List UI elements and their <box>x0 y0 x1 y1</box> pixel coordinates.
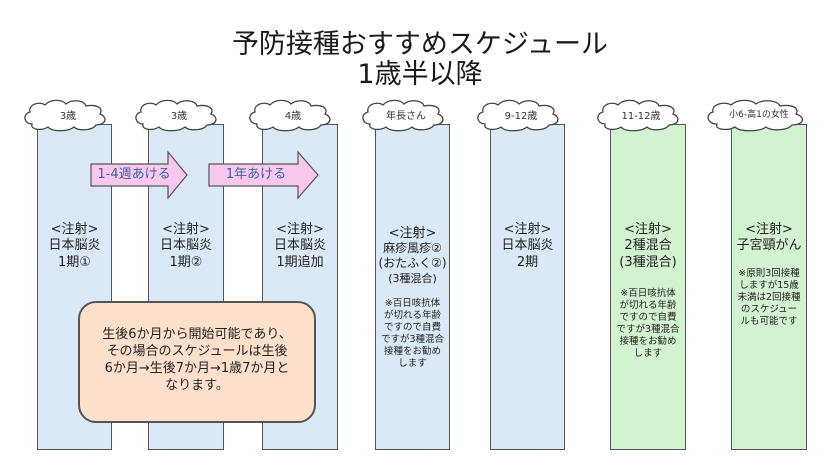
callout-line: なります。 <box>165 378 229 393</box>
cloud-shape-2 <box>135 99 217 132</box>
note-6: ※百日咳抗体 が切れる年齢 ですので自費 ですが3種混合 接種をお勧め します <box>610 288 686 360</box>
cloud-shape-6 <box>597 99 679 132</box>
callout-box <box>78 301 316 423</box>
age-label-3: 4歳 <box>284 111 302 122</box>
vaccine-detail-2: 1期② <box>169 255 203 270</box>
vaccine-detail-3: 1期追加 <box>276 255 324 270</box>
note-6-line: ですが3種混合 <box>616 324 680 335</box>
inj-label-2: <注射> <box>162 222 210 237</box>
arrow-shape-1 <box>90 150 188 200</box>
note-7-line: のスケジュー <box>740 304 798 315</box>
cloud-shape-3 <box>249 99 331 132</box>
inj-label-1: <注射> <box>50 222 99 237</box>
note-4-line: ですので自費 <box>383 322 441 333</box>
vaccine-name-3: 日本脳炎 <box>273 238 326 253</box>
arrow-label-1: 1-4週あける <box>97 167 171 182</box>
arrow-label-2: 1年あける <box>225 167 287 182</box>
age-label-2: 3歳 <box>170 111 188 122</box>
vaccine-name-7: 子宮頸がん <box>736 238 802 253</box>
note-6-line: します <box>633 348 663 359</box>
inj-label-3: <注射> <box>276 222 324 237</box>
note-4-line: ですが3種混合 <box>380 334 445 345</box>
note-7-line: しますが15歳 <box>739 280 799 291</box>
inj-label-7: <注射> <box>745 222 793 237</box>
vaccine-detail-6: (3種混合) <box>619 255 677 270</box>
vaccine-detail-1: 1期① <box>58 255 91 270</box>
note-7-line: ルも可能です <box>740 316 798 327</box>
inj-label-4: <注射> <box>388 226 437 241</box>
vaccine-name-6: 2種混合 <box>624 238 672 253</box>
note-6-line: ですので自費 <box>619 312 677 323</box>
schedule-column-4 <box>375 124 450 450</box>
age-label-4: 年長さん <box>386 111 426 122</box>
age-label-5: 9-12歳 <box>504 111 538 122</box>
callout-line: 6か月→生後7か月→1歳7か月と <box>104 361 290 376</box>
vaccine-name-1: 日本脳炎 <box>48 238 101 253</box>
note-4-line: します <box>398 358 427 369</box>
note-4-line: が切れる年齢 <box>383 310 441 321</box>
note-4-line: ※百日咳抗体 <box>384 298 441 309</box>
note-4-line: 接種をお勧め <box>383 346 441 357</box>
callout-line: 生後6か月から開始可能であり、 <box>102 327 292 342</box>
age-label-1: 3歳 <box>59 111 77 122</box>
note-6-line: 接種をお勧め <box>619 336 677 347</box>
arrow-shape-2 <box>208 150 319 200</box>
age-clouds <box>24 99 803 132</box>
inj-label-6: <注射> <box>624 222 672 237</box>
cloud-shape-4 <box>362 99 444 132</box>
cloud-shape-5 <box>477 99 559 132</box>
diagram-title: 予防接種おすすめスケジュール <box>231 29 609 60</box>
callout-line: その場合のスケジュールは生後 <box>106 344 288 359</box>
cloud-shape-7 <box>707 99 803 132</box>
note-6-line: ※百日咳抗体 <box>620 288 676 299</box>
vaccine-detail2-4: (3種混合) <box>388 272 437 285</box>
schedule-column-6 <box>610 124 686 450</box>
vaccine-name-5: 日本脳炎 <box>501 238 554 253</box>
callout-text: 生後6か月から開始可能であり、 その場合のスケジュールは生後 6か月→生後7か月… <box>80 326 314 394</box>
vaccine-name-4: 麻疹風疹② <box>383 241 442 255</box>
note-7-line: ※原則3回接種 <box>738 268 800 279</box>
age-label-7: 小6-高1の女性 <box>729 110 789 120</box>
note-4: ※百日咳抗体 が切れる年齢 ですので自費 ですが3種混合 接種をお勧め します <box>375 298 450 370</box>
note-7-line: 未満は2回接種 <box>737 292 801 303</box>
age-label-6: 11-12歳 <box>621 111 661 122</box>
vaccine-detail-4: (おたふく②) <box>378 256 447 270</box>
vaccine-name-2: 日本脳炎 <box>159 238 212 253</box>
schedule-column-7 <box>731 124 807 450</box>
schedule-column-5 <box>490 124 565 450</box>
diagram-subtitle: 1歳半以降 <box>357 59 483 90</box>
vaccine-detail-5: 2期 <box>516 255 539 270</box>
cloud-shape-1 <box>24 99 106 132</box>
note-6-line: が切れる年齢 <box>619 300 677 311</box>
inj-label-5: <注射> <box>503 222 552 237</box>
interval-arrows <box>90 150 319 200</box>
note-7: ※原則3回接種 しますが15歳 未満は2回接種 のスケジュー ルも可能です <box>731 268 807 328</box>
